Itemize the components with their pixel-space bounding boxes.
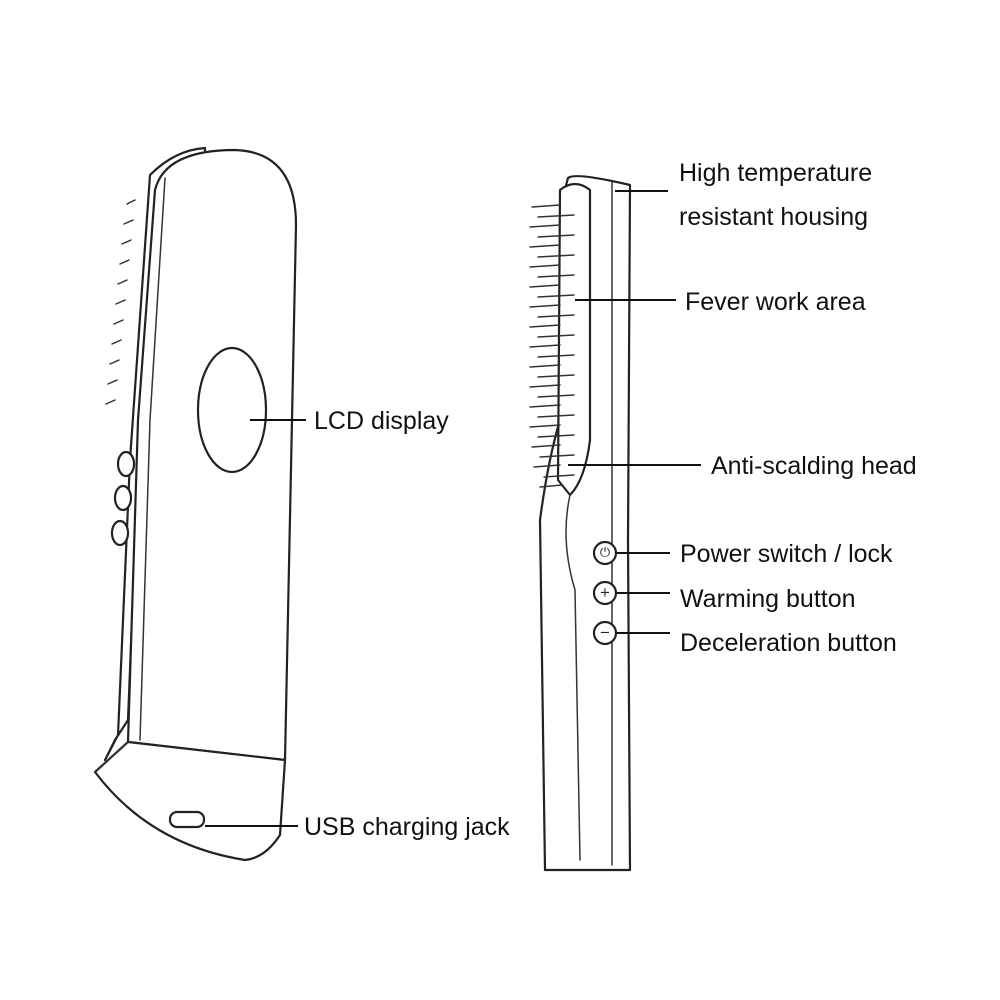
left-device-seam: [139, 177, 166, 741]
right-device-buttons: ⏻ + −: [592, 540, 618, 646]
left-device-teeth: [105, 199, 136, 405]
label-power-switch: Power switch / lock: [680, 540, 893, 568]
plus-icon: +: [600, 586, 611, 601]
right-device-head-plate: [556, 182, 592, 497]
leader-lines: [205, 190, 701, 827]
left-plus-button: [113, 484, 133, 512]
label-lcd-display: LCD display: [314, 407, 449, 435]
usb-port-icon: [168, 810, 206, 829]
label-housing-line2: resistant housing: [679, 203, 868, 231]
label-deceleration-button: Deceleration button: [680, 629, 897, 657]
right-device-side-view: ⏻ + −: [529, 175, 632, 872]
left-minus-button: [110, 519, 130, 547]
minus-icon: −: [600, 626, 611, 641]
lcd-display-window: [196, 346, 268, 474]
right-device-neck: [565, 494, 581, 861]
left-device-cap-edge: [94, 741, 129, 773]
left-device-bottom-cap: [93, 740, 287, 862]
label-fever-work-area: Fever work area: [685, 288, 866, 316]
label-warming-button: Warming button: [680, 585, 856, 613]
labels: LCD display USB charging jack High tempe…: [304, 159, 917, 841]
label-housing-line1: High temperature: [679, 159, 872, 187]
left-device-back-view: [93, 146, 298, 862]
power-icon: ⏻: [600, 546, 610, 561]
label-anti-scalding-head: Anti-scalding head: [711, 452, 917, 480]
label-usb-charging-jack: USB charging jack: [304, 813, 510, 841]
left-power-button: [116, 450, 136, 478]
bristles: [529, 204, 575, 488]
left-device-buttons: [110, 450, 136, 547]
